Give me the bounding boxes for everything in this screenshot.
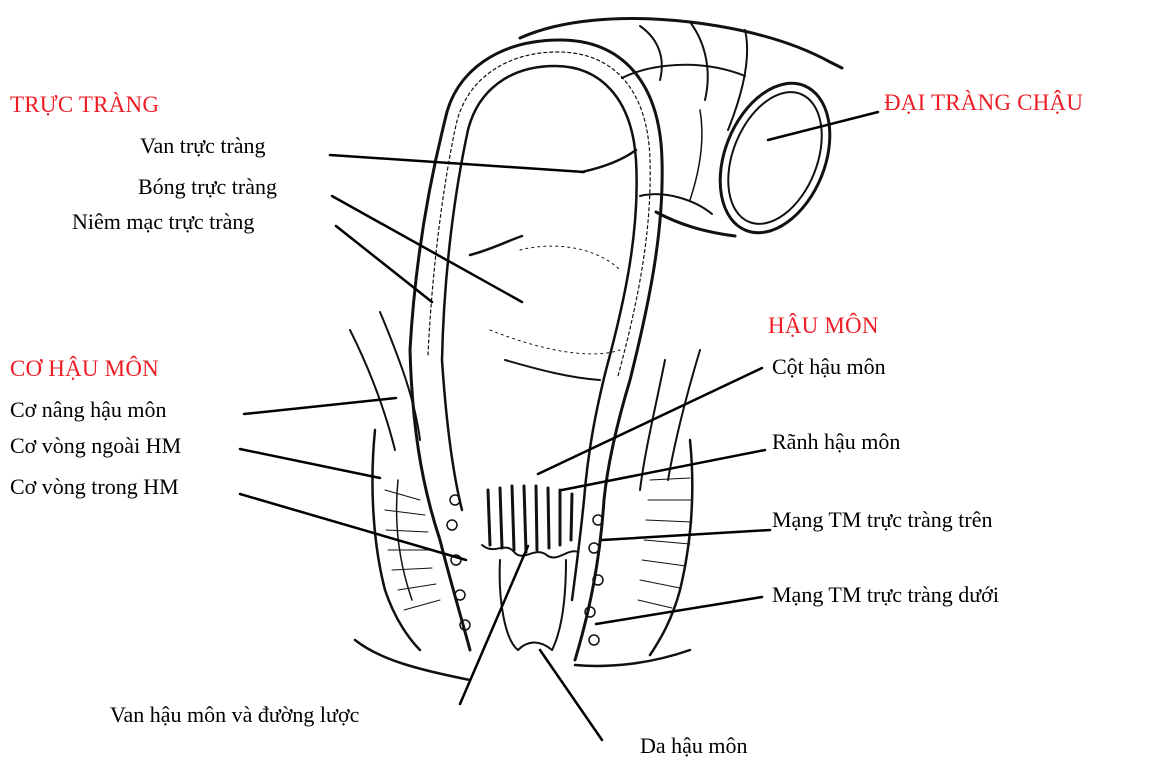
leader-co-vong-trong <box>240 494 466 560</box>
label-da-hau-mon: Da hậu môn <box>640 733 748 758</box>
label-van-truc-trang: Van trực tràng <box>140 133 266 159</box>
leader-mang-tm-tren <box>602 530 770 540</box>
label-co-nang-hau-mon: Cơ nâng hậu môn <box>10 397 166 423</box>
rectum-drawing <box>410 40 662 660</box>
label-ranh-hau-mon: Rãnh hậu môn <box>772 429 900 455</box>
label-co-vong-trong: Cơ vòng trong HM <box>10 474 179 500</box>
leader-mang-tm-duoi <box>596 597 762 624</box>
leader-van-truc-trang <box>330 155 584 172</box>
label-niem-mac-truc-trang: Niêm mạc trực tràng <box>72 209 254 235</box>
label-co-vong-ngoai: Cơ vòng ngoài HM <box>10 433 181 459</box>
label-van-hau-mon: Van hậu môn và đường lược <box>110 702 359 728</box>
leader-da-hau-mon <box>540 650 602 740</box>
leader-dai-trang-chau <box>768 112 878 140</box>
label-cot-hau-mon: Cột hậu môn <box>772 354 886 380</box>
leader-co-nang <box>244 398 396 414</box>
right-muscles-drawing <box>575 350 700 666</box>
heading-hau-mon: HẬU MÔN <box>768 313 879 339</box>
anal-canal-drawing <box>482 486 578 650</box>
heading-dai-trang-chau: ĐẠI TRÀNG CHẬU <box>884 90 1083 116</box>
label-mang-tm-tren: Mạng TM trực tràng trên <box>772 507 992 533</box>
leader-lines <box>240 112 878 740</box>
label-mang-tm-duoi: Mạng TM trực tràng dưới <box>772 582 999 608</box>
heading-co-hau-mon: CƠ HẬU MÔN <box>10 356 159 382</box>
leader-co-vong-ngoai <box>240 449 380 478</box>
heading-truc-trang: TRỰC TRÀNG <box>10 92 159 118</box>
leader-ranh-hau-mon <box>562 450 765 490</box>
label-bong-truc-trang: Bóng trực tràng <box>138 174 277 200</box>
